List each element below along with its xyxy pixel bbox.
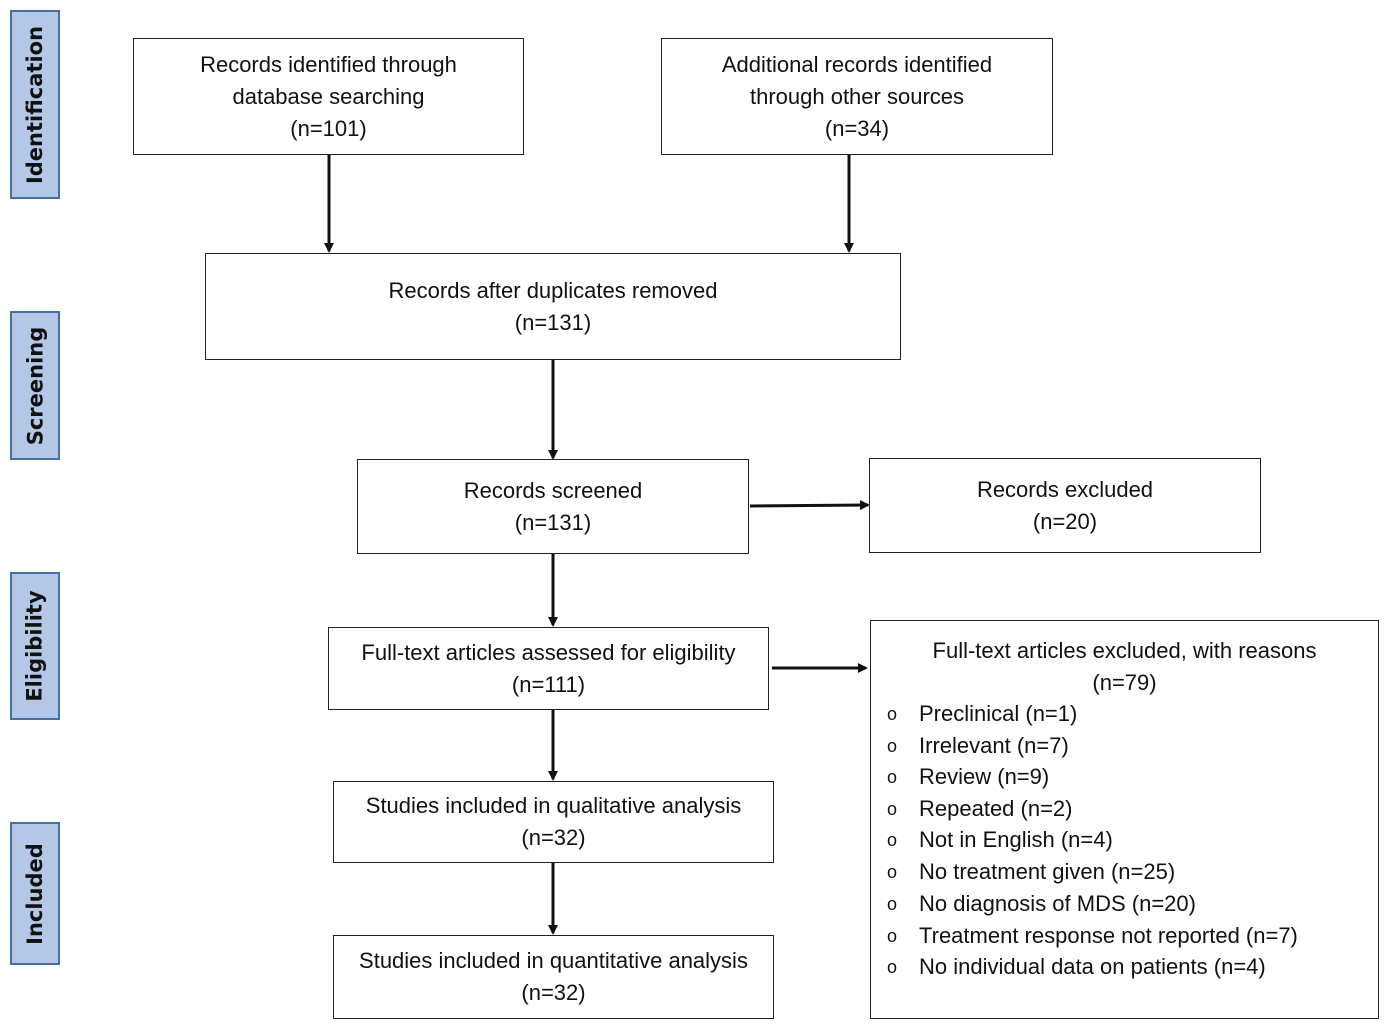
records-excluded-count: (n=20)	[1032, 508, 1098, 534]
bullet-icon: o	[887, 926, 898, 946]
after-duplicates-count: (n=131)	[514, 309, 592, 335]
box-after-duplicates: Records after duplicates removed (n=131)	[205, 253, 901, 360]
arrow-screened-to-excluded	[749, 500, 870, 511]
phase-identification: Identification	[10, 10, 60, 199]
exclusion-reason-text: No treatment given (n=25)	[919, 859, 1176, 884]
exclusion-reason: o Treatment response not reported (n=7)	[887, 920, 1298, 952]
box-database-search: Records identified through database sear…	[133, 38, 524, 155]
exclusion-reason-text: Repeated (n=2)	[919, 796, 1073, 821]
box-full-text-assessed: Full-text articles assessed for eligibil…	[328, 627, 769, 710]
quantitative-count: (n=32)	[521, 980, 586, 1005]
box-records-screened: Records screened (n=131)	[357, 459, 749, 554]
exclusion-reason: o Irrelevant (n=7)	[887, 730, 1069, 762]
box-full-text-excluded: Full-text articles excluded, with reason…	[870, 620, 1379, 1019]
exclusion-reason: o Not in English (n=4)	[887, 824, 1113, 856]
qualitative-count: (n=32)	[521, 825, 586, 850]
full-text-excluded-count: (n=79)	[1092, 670, 1157, 695]
exclusion-reason: o No treatment given (n=25)	[887, 856, 1176, 888]
box-records-excluded: Records excluded (n=20)	[869, 458, 1261, 553]
bullet-icon: o	[887, 799, 898, 819]
phase-screening: Screening	[10, 311, 60, 460]
database-search-count: (n=101)	[290, 115, 367, 141]
bullet-icon: o	[887, 862, 898, 882]
records-screened-count: (n=131)	[514, 509, 592, 535]
exclusion-reason: o Repeated (n=2)	[887, 793, 1073, 825]
other-sources-line2: through other sources	[749, 83, 965, 109]
box-qualitative: Studies included in qualitative analysis…	[333, 781, 774, 863]
after-duplicates-label: Records after duplicates removed	[388, 277, 718, 303]
exclusion-reason-text: Review (n=9)	[919, 764, 1050, 789]
bullet-icon: o	[887, 767, 898, 787]
other-sources-line1: Additional records identified	[721, 51, 993, 77]
quantitative-label: Studies included in quantitative analysi…	[359, 948, 748, 973]
exclusion-reason: o Review (n=9)	[887, 761, 1050, 793]
exclusion-reason-text: Irrelevant (n=7)	[919, 733, 1069, 758]
database-search-line1: Records identified through	[200, 51, 457, 77]
bullet-icon: o	[887, 704, 898, 724]
phase-eligibility: Eligibility	[10, 572, 60, 720]
database-search-line2: database searching	[232, 83, 425, 109]
box-other-sources: Additional records identified through ot…	[661, 38, 1053, 155]
bullet-icon: o	[887, 894, 898, 914]
full-text-excluded-header: Full-text articles excluded, with reason…	[871, 635, 1378, 699]
exclusion-reason-text: Not in English (n=4)	[919, 827, 1113, 852]
full-text-assessed-label: Full-text articles assessed for eligibil…	[361, 639, 736, 665]
exclusion-reason: o No diagnosis of MDS (n=20)	[887, 888, 1196, 920]
bullet-icon: o	[887, 830, 898, 850]
bullet-icon: o	[887, 957, 898, 977]
exclusion-reason: o No individual data on patients (n=4)	[887, 951, 1266, 983]
exclusion-reason-text: Treatment response not reported (n=7)	[919, 923, 1298, 948]
other-sources-count: (n=34)	[824, 115, 890, 141]
exclusion-reason-text: No diagnosis of MDS (n=20)	[919, 891, 1196, 916]
box-quantitative: Studies included in quantitative analysi…	[333, 935, 774, 1019]
exclusion-reason-text: Preclinical (n=1)	[919, 701, 1078, 726]
full-text-assessed-count: (n=111)	[511, 671, 586, 697]
phase-included: Included	[10, 822, 60, 965]
exclusion-reason-text: No individual data on patients (n=4)	[919, 954, 1266, 979]
qualitative-label: Studies included in qualitative analysis	[365, 793, 742, 818]
exclusion-reason: o Preclinical (n=1)	[887, 698, 1078, 730]
full-text-excluded-title: Full-text articles excluded, with reason…	[932, 638, 1317, 663]
bullet-icon: o	[887, 736, 898, 756]
records-screened-label: Records screened	[463, 477, 643, 503]
records-excluded-label: Records excluded	[976, 476, 1154, 502]
